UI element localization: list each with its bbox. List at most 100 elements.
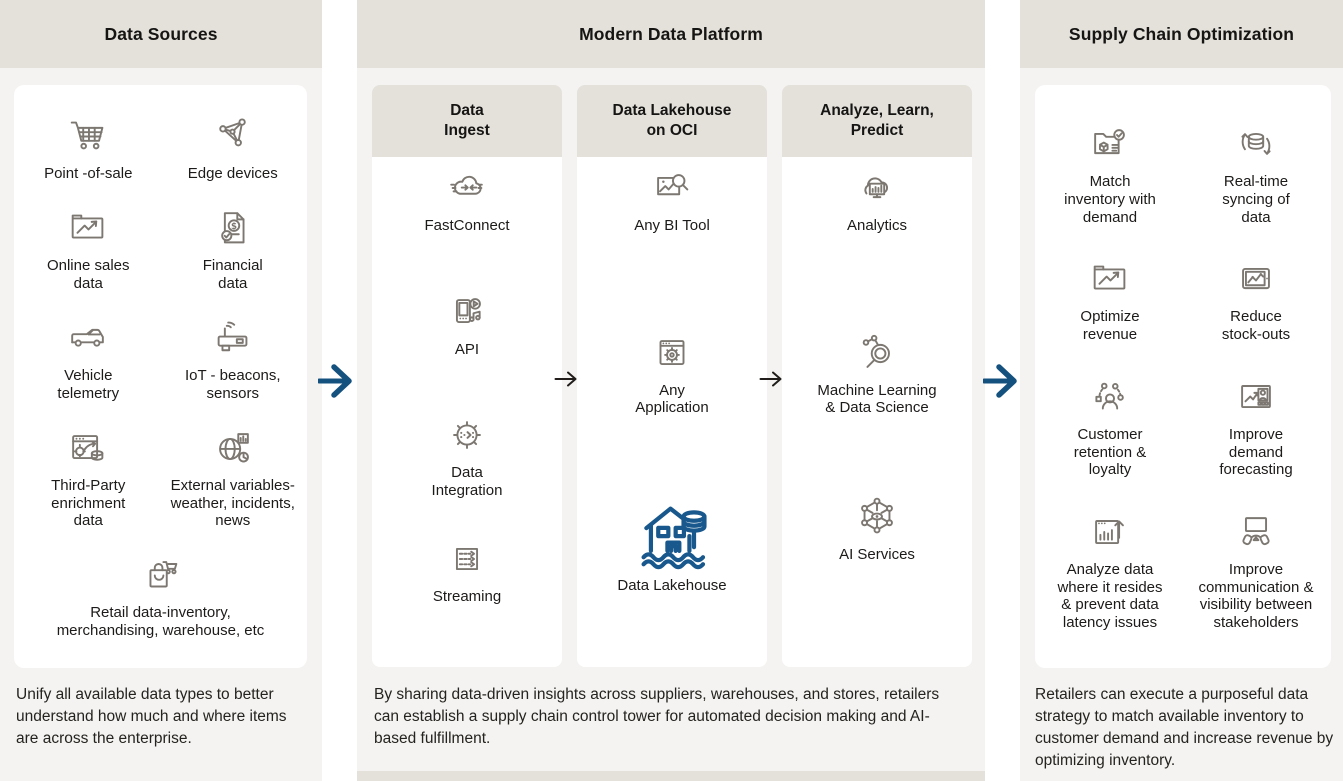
iot-router-icon bbox=[210, 315, 256, 361]
data-lakehouse-column: Data Lakehouse on OCI Any BI Tool bbox=[577, 85, 767, 667]
item-label: Match inventory with demand bbox=[1064, 173, 1156, 226]
data-integration-gear-icon bbox=[443, 412, 491, 458]
platform-item-analytics: Analytics bbox=[788, 165, 966, 330]
source-item-vehicle: Vehicle telemetry bbox=[16, 315, 161, 402]
item-label: Reduce stock-outs bbox=[1221, 308, 1291, 344]
data-ingest-column: Data Ingest FastConnect bbox=[372, 85, 562, 667]
supply-chain-card: Match inventory with demand bbox=[1035, 85, 1331, 668]
bi-tool-icon bbox=[649, 165, 695, 211]
ml-magnifier-icon bbox=[854, 330, 900, 376]
supply-chain-footer: Retailers can execute a purposeful data … bbox=[1035, 686, 1334, 769]
delivery-van-icon bbox=[65, 315, 111, 361]
benefit-item-communication: Improve communication & visibility betwe… bbox=[1183, 509, 1329, 632]
ai-network-icon bbox=[854, 494, 900, 540]
item-label: FastConnect bbox=[424, 217, 510, 234]
source-item-financial: $ Financial data bbox=[161, 205, 306, 292]
platform-item-ml: Machine Learning & Data Science bbox=[788, 330, 966, 495]
benefit-item-reduce-stockouts: Reduce stock-outs bbox=[1183, 256, 1329, 343]
item-label: IoT - beacons, sensors bbox=[184, 367, 281, 402]
platform-item-bi-tool: Any BI Tool bbox=[583, 165, 761, 330]
item-label: External variables- weather, incidents, … bbox=[170, 476, 295, 530]
item-label: AI Services bbox=[839, 546, 915, 564]
modern-data-platform-footer: By sharing data-driven insights across s… bbox=[374, 686, 940, 747]
globe-variables-icon bbox=[210, 425, 256, 471]
item-label: Analyze data where it resides & prevent … bbox=[1057, 561, 1163, 632]
modern-data-platform-section: Modern Data Platform Data Ingest FastCon… bbox=[357, 0, 985, 781]
svg-text:$: $ bbox=[231, 222, 237, 232]
benefit-item-analyze-data: Analyze data where it resides & prevent … bbox=[1037, 509, 1183, 632]
customer-orbit-icon bbox=[1087, 374, 1133, 420]
analyze-learn-predict-title: Analyze, Learn, Predict bbox=[782, 85, 972, 157]
source-item-pos: Point -of-sale bbox=[16, 113, 161, 183]
fastconnect-cloud-icon bbox=[443, 165, 491, 211]
item-label: Real-time syncing of data bbox=[1222, 173, 1290, 226]
third-party-enrichment-icon bbox=[65, 425, 111, 471]
data-lakehouse-title: Data Lakehouse on OCI bbox=[577, 85, 767, 157]
item-label: Edge devices bbox=[187, 165, 278, 183]
platform-item-streaming: Streaming bbox=[378, 536, 556, 660]
api-device-icon bbox=[444, 289, 490, 335]
tablet-chart-icon bbox=[1233, 256, 1279, 302]
item-label: Online sales data bbox=[46, 257, 130, 293]
application-window-icon bbox=[649, 330, 695, 376]
data-sources-card: Point -of-sale Edge devices bbox=[14, 85, 307, 668]
item-label: Data Integration bbox=[431, 464, 503, 499]
supply-chain-optimization-section: Supply Chain Optimization Match inventor… bbox=[1020, 0, 1343, 781]
bar-growth-icon bbox=[1087, 509, 1133, 555]
lakehouse-to-analyze-arrow-icon bbox=[759, 368, 787, 395]
item-label: Improve communication & visibility betwe… bbox=[1198, 561, 1314, 632]
folder-growth-chart-icon bbox=[1087, 256, 1133, 302]
bottom-accent-bar bbox=[357, 771, 985, 781]
item-label: Analytics bbox=[846, 217, 908, 234]
supply-chain-optimization-header: Supply Chain Optimization bbox=[1020, 0, 1343, 68]
item-label: Customer retention & loyalty bbox=[1073, 425, 1147, 479]
item-label: Optimize revenue bbox=[1080, 308, 1140, 344]
platform-to-optimization-arrow-icon bbox=[981, 362, 1023, 405]
database-sync-icon bbox=[1233, 121, 1279, 167]
source-item-third-party: Third-Party enrichment data bbox=[16, 425, 161, 530]
data-sources-header: Data Sources bbox=[0, 0, 322, 68]
monitor-hands-icon bbox=[1233, 509, 1279, 555]
folder-growth-chart-icon bbox=[65, 205, 111, 251]
item-label: Any Application bbox=[635, 381, 709, 417]
item-label: Any BI Tool bbox=[634, 217, 710, 234]
benefit-item-optimize-revenue: Optimize revenue bbox=[1037, 256, 1183, 343]
data-sources-section: Data Sources Point -of-sale bbox=[0, 0, 322, 781]
platform-item-fastconnect: FastConnect bbox=[378, 165, 556, 289]
sources-to-platform-arrow-icon bbox=[316, 362, 358, 405]
item-label: Point -of-sale bbox=[44, 165, 133, 183]
source-item-online-sales: Online sales data bbox=[16, 205, 161, 292]
source-item-retail: Retail data-inventory, merchandising, wa… bbox=[16, 552, 305, 639]
source-item-edge: Edge devices bbox=[161, 113, 306, 183]
financial-document-icon: $ bbox=[210, 205, 256, 251]
item-label: Data Lakehouse bbox=[617, 577, 727, 595]
item-label: API bbox=[454, 340, 480, 358]
item-label: Vehicle telemetry bbox=[57, 367, 120, 402]
ingest-to-lakehouse-arrow-icon bbox=[554, 368, 582, 395]
benefit-item-realtime-sync: Real-time syncing of data bbox=[1183, 121, 1329, 226]
item-label: Streaming bbox=[432, 587, 502, 605]
retail-bag-cart-icon bbox=[138, 552, 184, 598]
item-label: Improve demand forecasting bbox=[1219, 425, 1293, 479]
data-lakehouse-icon bbox=[628, 494, 716, 571]
benefit-item-demand-forecasting: Improve demand forecasting bbox=[1183, 374, 1329, 479]
item-label: Financial data bbox=[202, 257, 263, 293]
platform-item-api: API bbox=[378, 289, 556, 413]
shopping-cart-icon bbox=[65, 113, 111, 159]
source-item-external: External variables- weather, incidents, … bbox=[161, 425, 306, 530]
analyze-learn-predict-column: Analyze, Learn, Predict Analytics bbox=[782, 85, 972, 667]
source-item-iot: IoT - beacons, sensors bbox=[161, 315, 306, 402]
platform-item-data-lakehouse: Data Lakehouse bbox=[583, 494, 761, 659]
item-label: Machine Learning & Data Science bbox=[817, 381, 937, 417]
platform-item-ai-services: AI Services bbox=[788, 494, 966, 659]
streaming-arrows-icon bbox=[444, 536, 490, 582]
data-ingest-title: Data Ingest bbox=[372, 85, 562, 157]
modern-data-platform-header: Modern Data Platform bbox=[357, 0, 985, 68]
forecast-window-icon bbox=[1233, 374, 1279, 420]
platform-item-any-application: Any Application bbox=[583, 330, 761, 495]
data-sources-footer: Unify all available data types to better… bbox=[16, 686, 287, 747]
edge-devices-icon bbox=[210, 113, 256, 159]
platform-item-data-integration: Data Integration bbox=[378, 412, 556, 536]
inventory-check-icon bbox=[1087, 121, 1133, 167]
item-label: Third-Party enrichment data bbox=[51, 476, 126, 530]
